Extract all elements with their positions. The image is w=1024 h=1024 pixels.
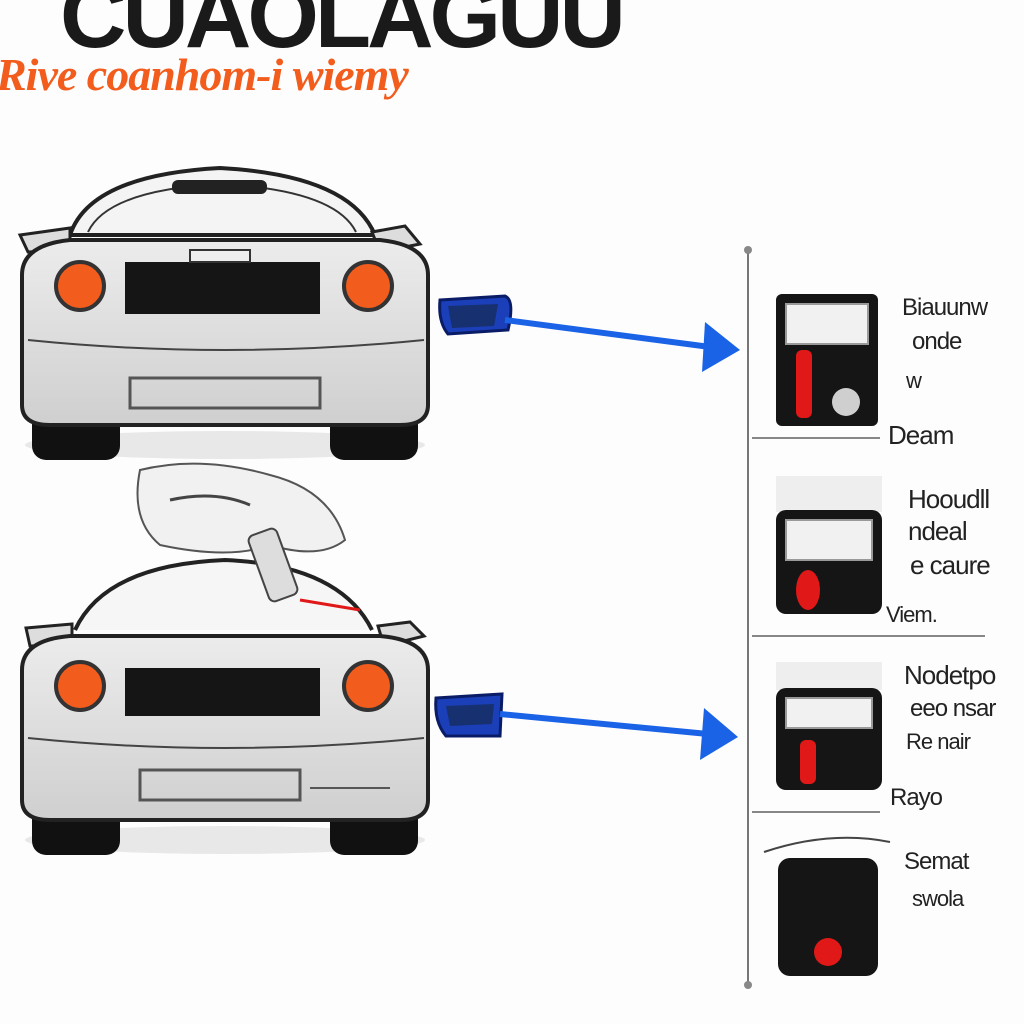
device-panel-1 [776, 294, 878, 426]
panel-1-footer: Deam [888, 420, 954, 450]
panel-3-label-line-1: Nodetpo [904, 660, 996, 690]
panel-1-label-line-3: w [906, 368, 922, 393]
panel-4-label-line-2: swola [912, 886, 964, 911]
car-front-view-top [17, 165, 430, 460]
device-panel-2 [776, 476, 882, 614]
device-panel-3 [776, 662, 882, 790]
car-front-view-bottom [20, 462, 430, 855]
arrow-top [504, 317, 740, 372]
device-panel-4 [763, 836, 891, 976]
panel-3-label-line-3: Re nair [906, 729, 971, 754]
arrow-bottom [499, 708, 738, 760]
panel-2-label-line-1: Hooudll [908, 484, 990, 514]
poster-subtitle: Rive coanhom-i wiemy [0, 49, 409, 100]
panel-3-footer: Rayo [890, 784, 943, 811]
connector-plug-bottom [434, 692, 504, 738]
panel-4-label-line-1: Semat [904, 848, 969, 875]
legend-rules [744, 246, 985, 989]
panel-2-label-line-3: e caure [910, 550, 991, 580]
poster-title: CUAOLAGUU [60, 0, 626, 67]
panel-3-label-line-2: eeo nsar [910, 695, 996, 722]
panel-2-footer: Viem. [886, 602, 938, 627]
panel-1-label-line-1: Biauunw [902, 294, 988, 321]
panel-2-label-line-2: ndeal [908, 516, 968, 546]
panel-1-label-line-2: onde [912, 328, 962, 355]
connector-plug-top [438, 294, 513, 336]
